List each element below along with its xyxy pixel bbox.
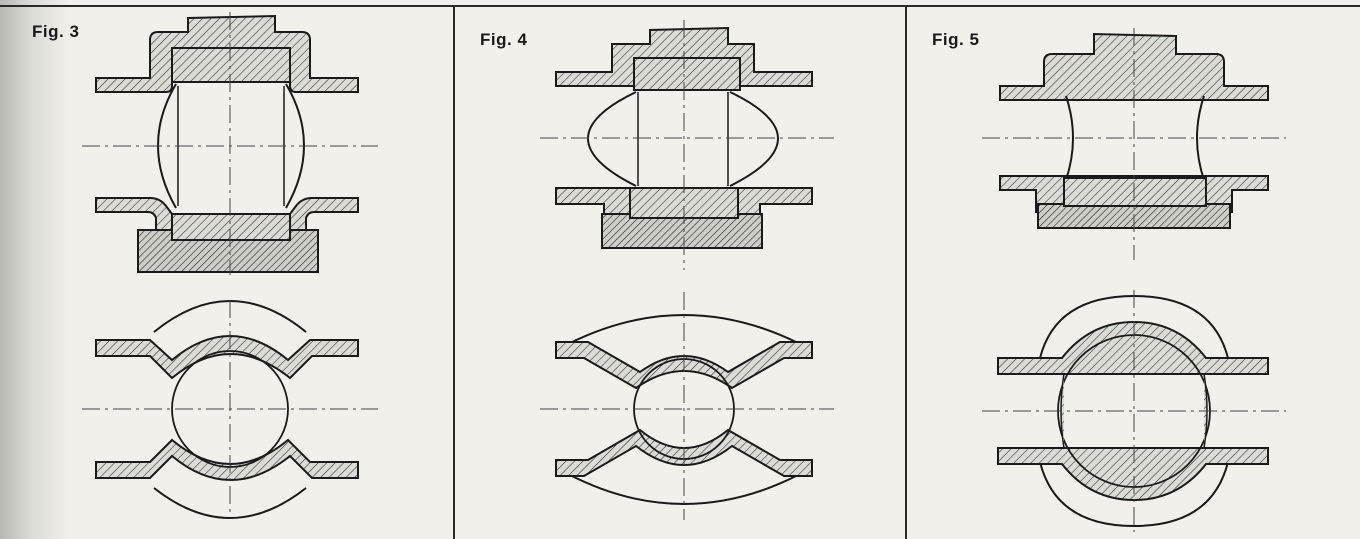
fig4-base-plate [601, 213, 763, 249]
fig4-sleeve-right [729, 91, 779, 187]
top-border [0, 5, 1360, 7]
fig-4-label: Fig. 4 [480, 30, 528, 49]
fig5-sleeve-right [1196, 95, 1205, 181]
fig-5-centerlines [982, 28, 1286, 532]
fig4-inner-ring [629, 187, 739, 219]
fig-3-section-view [95, 14, 359, 273]
fig-3-label: Fig. 3 [32, 22, 80, 41]
fig-3-plan-view [95, 300, 359, 519]
fig3-top-flange [95, 14, 359, 93]
divider-2 [905, 5, 907, 539]
divider-1 [453, 5, 455, 539]
fig5-sleeve-left [1065, 95, 1074, 181]
fig-3-centerlines [82, 12, 378, 515]
fig-5-label: Fig. 5 [932, 30, 980, 49]
fig5-inner-ring [1063, 177, 1207, 207]
fig3-stud [171, 47, 291, 83]
page-shadow [0, 0, 70, 539]
fig-4-centerlines [540, 20, 834, 520]
fig3-inner-ring [171, 213, 291, 241]
fig4-sleeve-left [587, 91, 637, 187]
fig4-stud [633, 57, 741, 91]
